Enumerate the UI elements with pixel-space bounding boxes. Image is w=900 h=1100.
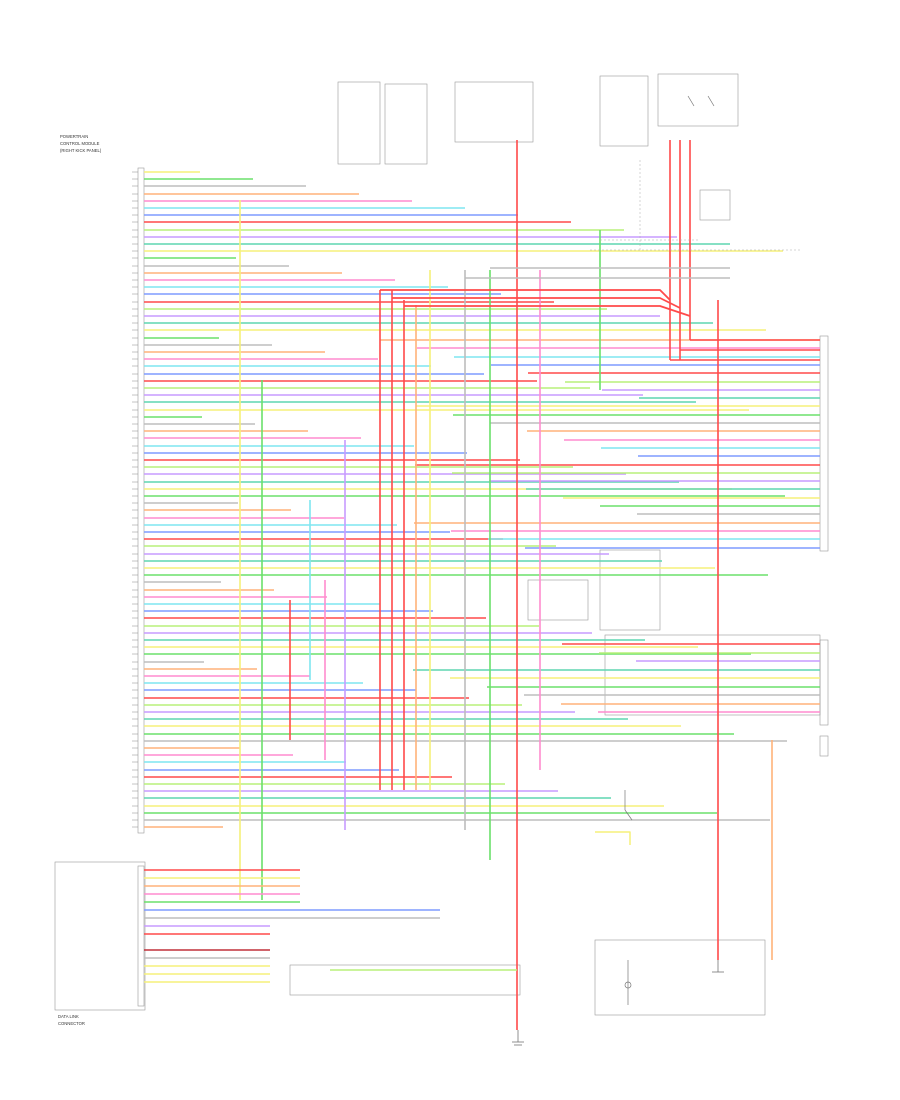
wire-bundle [380,289,671,301]
switch-icon [624,960,632,1005]
wire-bundle [404,305,691,317]
ground-symbols [512,960,724,1046]
lower-left-connector: DATA LINK CONNECTOR [54,861,146,1026]
ground-icon [712,960,724,973]
switch-icon [624,790,633,821]
lower-left-caption-1: DATA LINK [58,1014,79,1019]
main-connector-caption-1: POWERTRAIN [60,134,88,139]
wire-group [144,140,820,1030]
lower-left-caption-2: CONNECTOR [58,1021,85,1026]
wire [595,831,631,845]
wire-bundle [392,297,681,309]
switch-icons [624,95,715,1005]
main-connector-caption-3: (RIGHT KICK PANEL) [60,148,102,153]
main-connector-caption-2: CONTROL MODULE [60,141,100,146]
top-components [289,73,821,1016]
pin-group [132,171,138,828]
main-connector: POWERTRAIN CONTROL MODULE (RIGHT KICK PA… [60,134,145,834]
ground-icon [512,1030,524,1046]
relay-icon [687,95,715,107]
